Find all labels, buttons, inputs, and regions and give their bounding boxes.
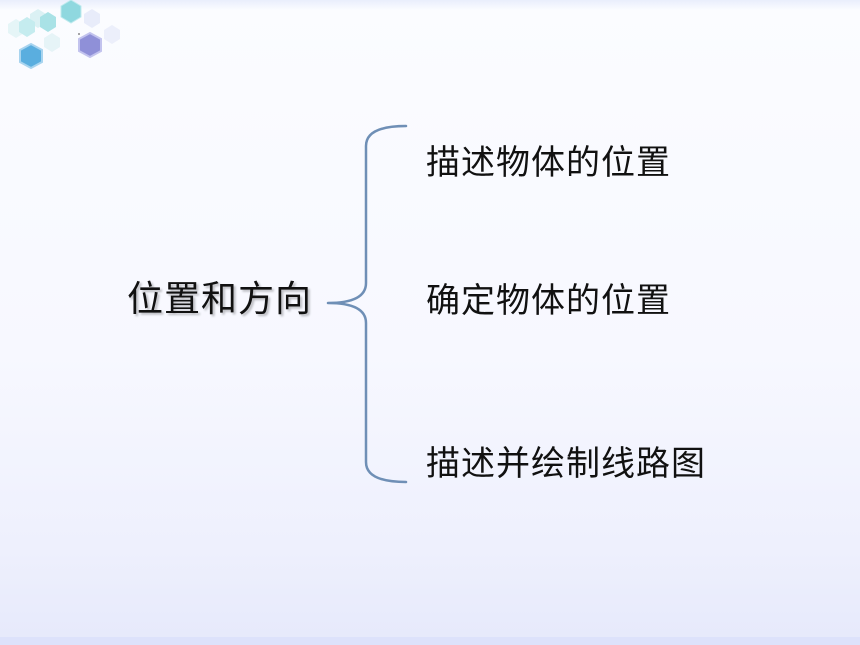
branch-item-route-map: 描述并绘制线路图 [426,444,706,484]
branch-item-describe-position: 描述物体的位置 [426,143,671,183]
hexagon-decoration-icon [8,0,120,70]
branch-item-determine-position: 确定物体的位置 [426,281,671,321]
bottom-band [0,637,860,645]
top-band [0,0,860,10]
root-topic: 位置和方向 [127,279,313,320]
